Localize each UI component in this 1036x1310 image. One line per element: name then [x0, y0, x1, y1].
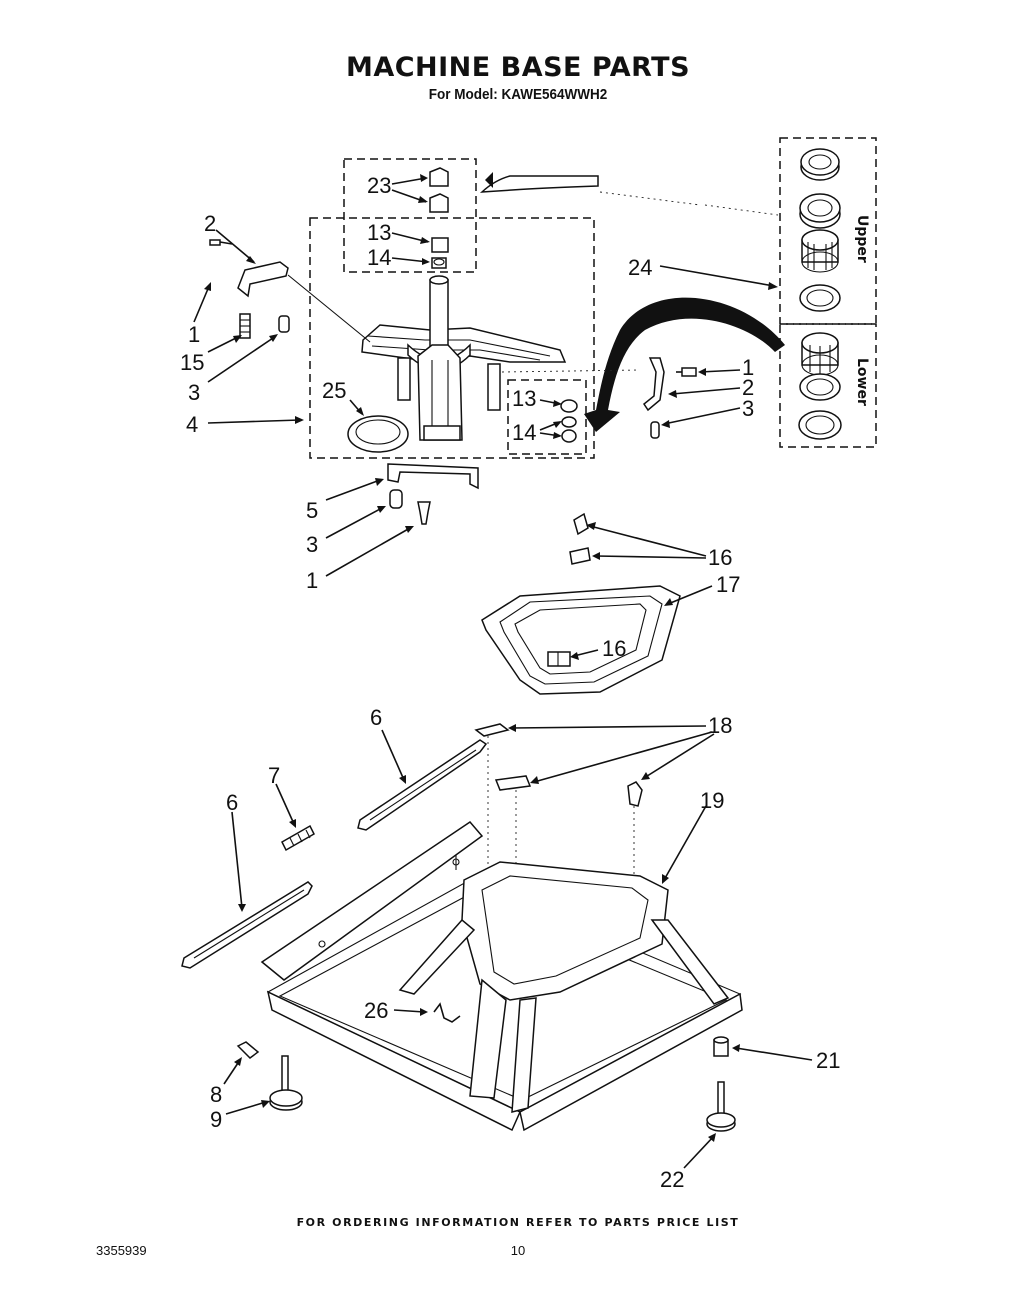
callout-17: 17: [716, 572, 740, 597]
clip-icon: [433, 1002, 461, 1023]
bearing-kit-icons: [798, 148, 842, 440]
callout-6-lower: 6: [226, 790, 238, 815]
callout-4: 4: [186, 412, 198, 437]
ordering-note: FOR ORDERING INFORMATION REFER TO PARTS …: [296, 1216, 740, 1229]
lower-bearing-stack: [560, 399, 578, 443]
callout-7: 7: [268, 763, 280, 788]
callout-8: 8: [210, 1082, 222, 1107]
callout-3-left: 3: [188, 380, 200, 405]
left-bracket-hardware: [209, 239, 371, 343]
callout-3-lower: 3: [306, 532, 318, 557]
upper-arrow-icon: [479, 175, 599, 193]
document-number: 3355939: [96, 1243, 147, 1258]
callout-23: 23: [367, 173, 391, 198]
lower-kit-label: Lower: [854, 358, 870, 406]
callout-1-lower: 1: [306, 568, 318, 593]
upper-bearing-kit-box: [779, 137, 877, 325]
top-frame-assembly: [481, 512, 681, 695]
callout-26: 26: [364, 998, 388, 1023]
gearcase-assembly-box: [309, 217, 595, 459]
callout-13-upper: 13: [367, 220, 391, 245]
callout-16-upper: 16: [708, 545, 732, 570]
upper-kit-label: Upper: [854, 215, 870, 263]
lower-bearing-kit-box: [779, 323, 877, 448]
callout-22: 22: [660, 1167, 684, 1192]
lower-arrow-icon: [584, 297, 785, 432]
callout-1-right: 1: [742, 355, 754, 380]
frame-clips: [474, 723, 643, 874]
callout-25: 25: [322, 378, 346, 403]
upper-bearing-stack: [429, 167, 449, 269]
machine-base-frame: [260, 821, 743, 1132]
callout-19: 19: [700, 788, 724, 813]
upper-bearing-box: [343, 158, 477, 273]
callout-13-lower: 13: [512, 386, 536, 411]
callout-5: 5: [306, 498, 318, 523]
seal-icon: [347, 415, 409, 453]
side-rails: [181, 739, 488, 969]
lower-bearing-box: [507, 379, 587, 455]
callout-15: 15: [180, 350, 204, 375]
leader-lines: [193, 174, 813, 1169]
lower-bracket-hardware: [387, 463, 479, 525]
callout-14-upper: 14: [367, 245, 391, 270]
page-title: MACHINE BASE PARTS: [345, 52, 691, 83]
right-leveling-foot: [706, 1036, 736, 1132]
callout-18: 18: [708, 713, 732, 738]
callout-14-lower: 14: [512, 420, 536, 445]
callout-1-left: 1: [188, 322, 200, 347]
model-number: For Model: KAWE564WWH2: [428, 86, 608, 103]
page-number: 10: [510, 1243, 526, 1258]
callout-9: 9: [210, 1107, 222, 1132]
left-leveling-foot: [236, 1041, 303, 1111]
gearcase-assembly: [361, 275, 567, 441]
callout-3-right: 3: [742, 396, 754, 421]
callout-16-lower: 16: [602, 636, 626, 661]
callout-24: 24: [628, 255, 652, 280]
callout-6-upper: 6: [370, 705, 382, 730]
callout-21: 21: [816, 1048, 840, 1073]
callout-2-right: 2: [742, 375, 754, 400]
callout-2-left: 2: [204, 211, 216, 236]
right-bracket-hardware: [642, 357, 697, 439]
